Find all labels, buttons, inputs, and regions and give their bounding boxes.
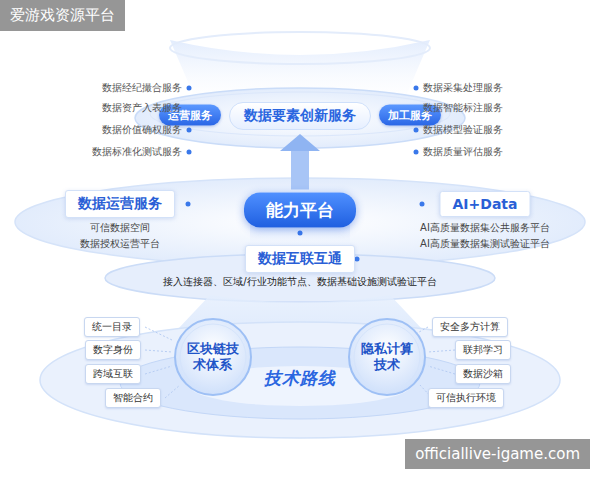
tech-circle: 区块链技术体系 — [173, 317, 253, 397]
node-text: 数据互联互通 — [258, 250, 342, 266]
service-item: 数据经纪撮合服务 — [102, 81, 182, 95]
tech-item: 数据沙箱 — [455, 364, 511, 384]
platform-box: 数据互联互通 — [245, 245, 355, 273]
tech-circle: 隐私计算技术 — [347, 317, 427, 397]
node-text: 可信执行环境 — [436, 392, 496, 403]
node-text: AI+Data — [453, 196, 518, 212]
service-item: 数据质量评估服务 — [423, 145, 503, 159]
node-text: 区块链技术体系 — [185, 341, 241, 374]
node-text: 安全多方计算 — [440, 321, 500, 332]
node-text: 数据运营服务 — [78, 195, 162, 211]
route-title: 技术路线 — [264, 367, 336, 390]
service-item: 数据标准化测试服务 — [92, 145, 182, 159]
platform-subitem: 可信数据空间 — [90, 221, 150, 235]
tech-item: 跨域互联 — [85, 364, 141, 384]
service-item: 数据模型验证服务 — [423, 123, 503, 137]
tech-item: 可信执行环境 — [428, 388, 504, 408]
platform-subitem: AI高质量数据集公共服务平台 — [420, 221, 550, 235]
node-text: 数据要素创新服务 — [244, 107, 356, 123]
tech-item: 智能合约 — [105, 388, 161, 408]
node-text: 智能合约 — [113, 392, 153, 403]
band-text: 接入连接器、区域/行业功能节点、数据基础设施测试验证平台 — [163, 275, 436, 289]
node-text: 隐私计算技术 — [359, 341, 415, 374]
core-pill: 能力平台 — [244, 193, 356, 228]
platform-subitem: AI高质量数据集测试验证平台 — [420, 237, 550, 251]
service-item: 数据智能标注服务 — [423, 101, 503, 115]
flow-arrow — [280, 134, 320, 190]
service-title: 数据要素创新服务 — [229, 102, 371, 130]
node-text: 联邦学习 — [463, 344, 503, 355]
service-item: 数据价值确权服务 — [102, 123, 182, 137]
service-item: 数据资产入表服务 — [102, 101, 182, 115]
node-text: 数据沙箱 — [463, 368, 503, 379]
tech-item: 联邦学习 — [455, 340, 511, 360]
node-text: 跨域互联 — [93, 368, 133, 379]
tech-item: 数字身份 — [85, 340, 141, 360]
tech-item: 安全多方计算 — [432, 317, 508, 337]
node-text: 能力平台 — [266, 200, 334, 220]
platform-box: 数据运营服务 — [65, 190, 175, 218]
watermark: 爱游戏资源平台 — [0, 0, 125, 31]
service-item: 数据采集处理服务 — [423, 81, 503, 95]
platform-box: AI+Data — [440, 191, 531, 217]
node-text: 数字身份 — [93, 344, 133, 355]
node-text: 统一目录 — [92, 321, 132, 332]
watermark: officiallive-igame.com — [405, 439, 590, 469]
platform-subitem: 数据授权运营平台 — [80, 237, 160, 251]
tech-item: 统一目录 — [84, 317, 140, 337]
